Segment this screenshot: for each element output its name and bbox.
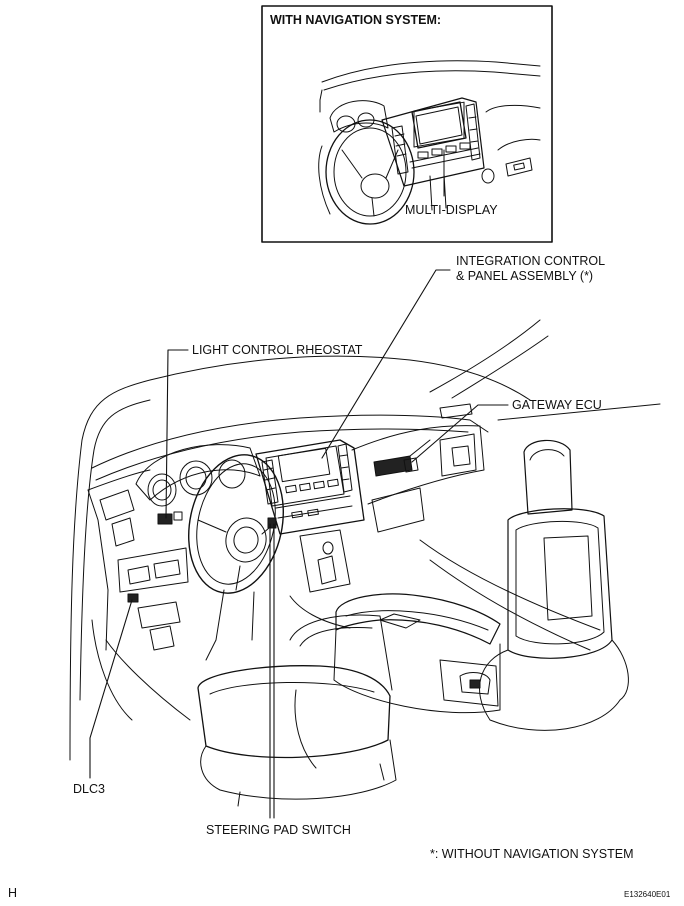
navigation-inset <box>262 6 552 242</box>
inset-dash-top <box>322 61 540 82</box>
instrument-cluster <box>136 445 260 506</box>
dashboard-top <box>92 415 488 468</box>
integration-control-label-line1: INTEGRATION CONTROL <box>456 254 606 268</box>
integration-control-label-line2: & PANEL ASSEMBLY (*) <box>456 269 594 283</box>
multi-display-label: MULTI-DISPLAY <box>405 203 498 217</box>
inset-center-stack <box>382 98 484 186</box>
light-control-leader <box>166 350 188 518</box>
passenger-seat <box>480 440 629 730</box>
steering-pad-switch-label: STEERING PAD SWITCH <box>206 823 351 837</box>
footnote: *: WITHOUT NAVIGATION SYSTEM <box>430 847 634 861</box>
corner-letter: H <box>8 886 18 900</box>
inset-cluster <box>330 101 388 132</box>
driver-seat <box>198 615 396 806</box>
dlc3-label: DLC3 <box>73 782 105 796</box>
center-console <box>334 594 500 713</box>
inset-frame <box>262 6 552 242</box>
light-control-rheostat-label: LIGHT CONTROL RHEOSTAT <box>192 343 363 357</box>
dlc3-leader <box>90 600 132 778</box>
leader-lines <box>90 270 508 818</box>
integration-control-leader <box>322 270 450 458</box>
center-display <box>278 448 329 481</box>
gateway-ecu-leader <box>412 405 508 462</box>
gateway-ecu-label: GATEWAY ECU <box>512 398 602 412</box>
windshield-frame <box>70 356 530 760</box>
steering-wheel <box>176 446 295 660</box>
vehicle-interior <box>70 320 660 806</box>
inset-steering-wheel <box>326 120 414 224</box>
steering-pad-switch-part <box>268 518 276 528</box>
gateway-ecu-part <box>374 440 430 476</box>
light-control-rheostat-part <box>158 512 182 524</box>
center-stack <box>256 440 364 534</box>
dlc3-part <box>128 594 138 602</box>
inset-title: WITH NAVIGATION SYSTEM: <box>270 13 442 27</box>
figure-code: E132640E01 <box>624 890 671 899</box>
